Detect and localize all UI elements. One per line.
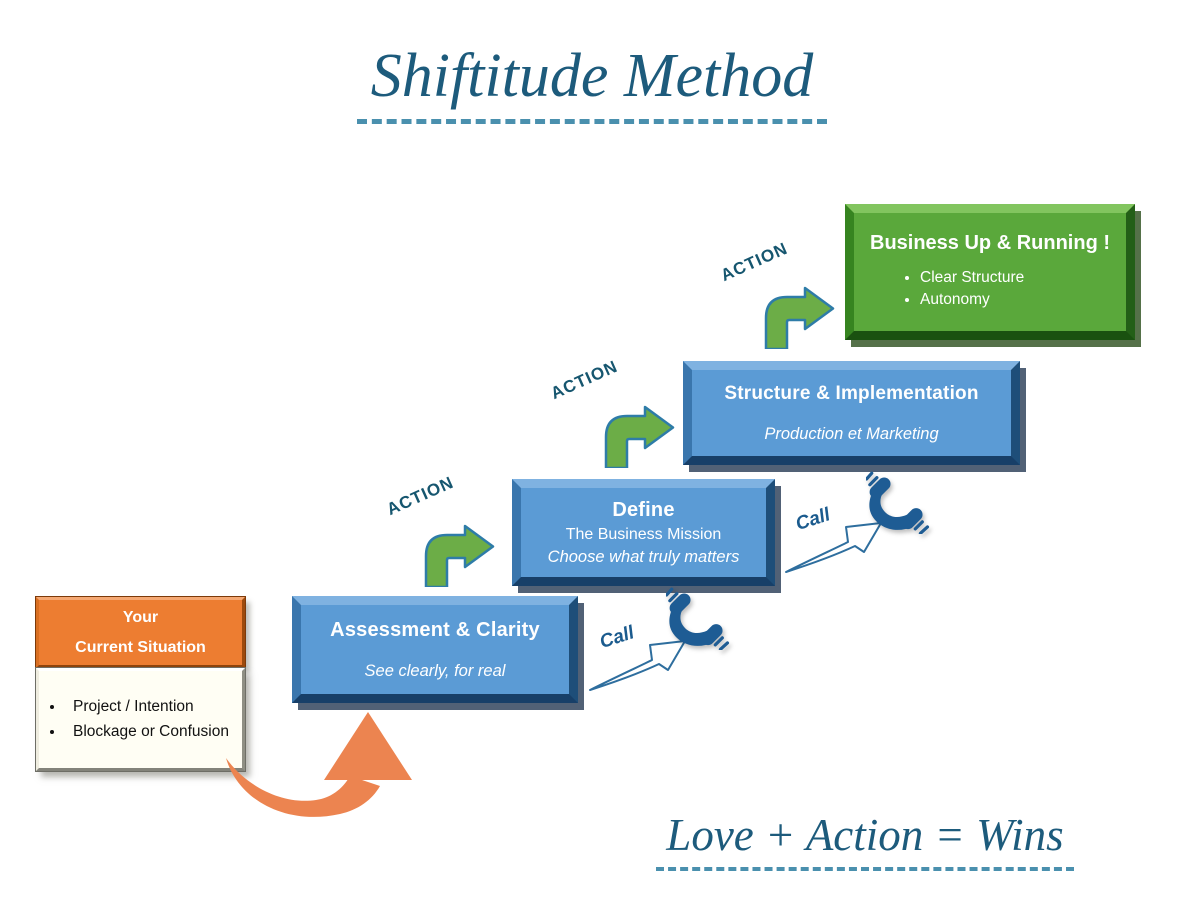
slogan: Love + Action = Wins bbox=[656, 811, 1074, 872]
step-tagline: Production et Marketing bbox=[764, 424, 939, 443]
action-arrow-icon bbox=[757, 285, 837, 349]
phone-icon bbox=[866, 470, 930, 534]
step-tagline: Choose what truly matters bbox=[547, 547, 740, 566]
current-situation-list: Project / Intention Blockage or Confusio… bbox=[35, 667, 246, 772]
step-box-structure: Structure & Implementation Production et… bbox=[683, 361, 1020, 465]
action-arrow-icon bbox=[597, 404, 677, 468]
slogan-wrap: Love + Action = Wins bbox=[640, 811, 1090, 872]
page-title: Shiftitude Method bbox=[356, 43, 828, 125]
result-box: Business Up & Running ! Clear Structure … bbox=[845, 204, 1135, 340]
list-item: Clear Structure bbox=[920, 269, 1126, 287]
current-situation-header: Your Current Situation bbox=[35, 596, 246, 669]
step-title: Assessment & Clarity bbox=[330, 618, 540, 641]
action-label: ACTION bbox=[547, 356, 621, 404]
step-title: Define bbox=[612, 498, 675, 521]
step-tagline: See clearly, for real bbox=[364, 661, 506, 680]
step-box-assessment: Assessment & Clarity See clearly, for re… bbox=[292, 596, 578, 703]
result-list: Clear Structure Autonomy bbox=[854, 265, 1126, 313]
step-title: Structure & Implementation bbox=[724, 382, 979, 404]
action-arrow-icon bbox=[417, 523, 497, 587]
phone-icon bbox=[666, 586, 730, 650]
current-situation-line2: Current Situation bbox=[75, 638, 206, 656]
action-label: ACTION bbox=[717, 238, 791, 286]
result-title: Business Up & Running ! bbox=[870, 231, 1110, 254]
list-item: Autonomy bbox=[920, 291, 1126, 309]
swoosh-arrow-icon bbox=[222, 710, 417, 838]
list-item: Blockage or Confusion bbox=[65, 720, 243, 744]
action-label: ACTION bbox=[383, 472, 457, 520]
list-item: Project / Intention bbox=[65, 695, 243, 719]
step-subtitle: The Business Mission bbox=[565, 525, 722, 543]
current-situation-line1: Your bbox=[122, 608, 159, 626]
step-box-define: Define The Business Mission Choose what … bbox=[512, 479, 775, 586]
page-header: Shiftitude Method bbox=[0, 43, 1184, 125]
